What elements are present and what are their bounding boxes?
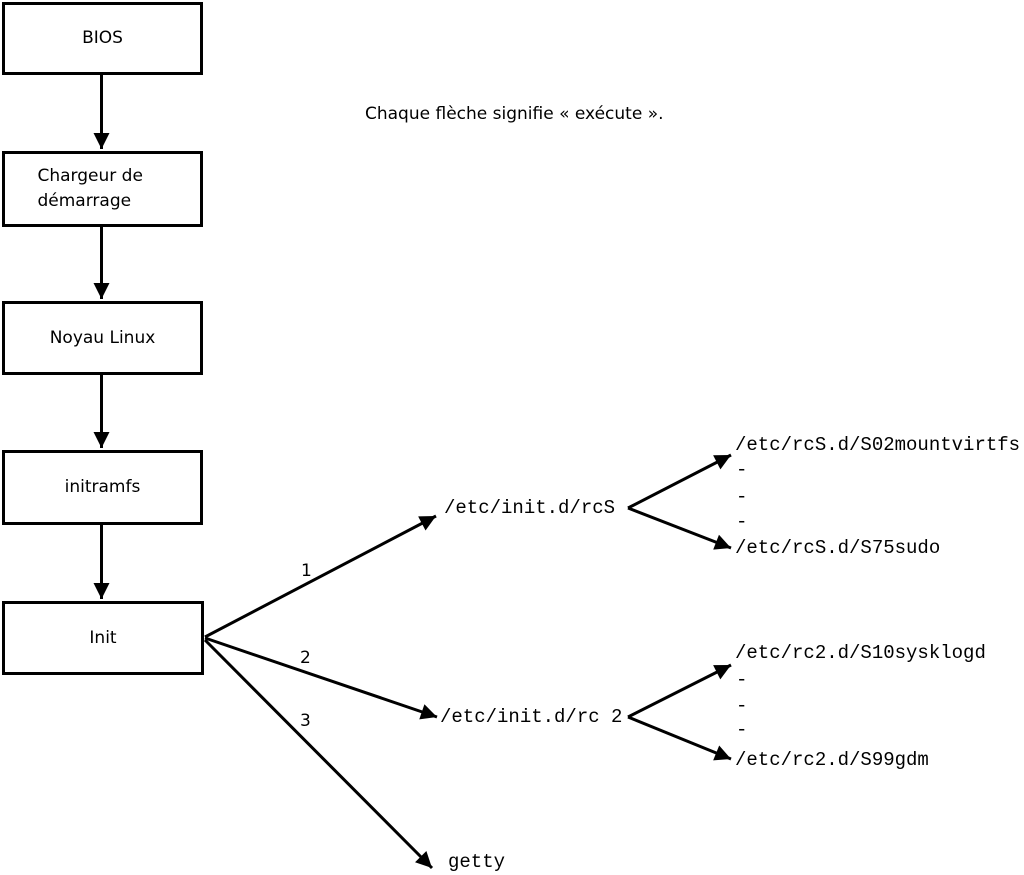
ellipsis-dash: - [736,695,748,717]
ellipsis-dash: - [736,669,748,691]
arrow-rcs-to-s02 [627,453,732,510]
path-rc2-s99gdm: /etc/rc2.d/S99gdm [735,749,929,771]
node-bios-label: BIOS [82,28,123,48]
arrow-init-to-rcs [204,514,437,639]
legend-note: Chaque flèche signifie « exécute ». [365,104,664,124]
ellipsis-dash: - [736,459,748,481]
path-rcs-s75sudo: /etc/rcS.d/S75sudo [735,537,941,559]
node-init: Init [2,601,204,675]
node-initramfs: initramfs [2,450,203,525]
arrow-rc2-to-s99 [627,715,732,761]
arrow-init-to-getty [203,638,434,870]
arrow-init-to-rc2 [204,636,438,720]
path-getty: getty [448,851,506,873]
path-init-d-rc2: /etc/init.d/rc 2 [440,706,623,728]
node-chargeur-de-demarrage: Chargeur de démarrage [2,151,203,227]
branch-number-2: 2 [300,648,311,668]
path-rcs-s02mountvirtfs: /etc/rcS.d/S02mountvirtfs [735,434,1021,456]
node-noyau-label: Noyau Linux [49,327,156,348]
ellipsis-dash: - [736,511,748,533]
arrow-rcs-to-s75 [627,506,732,550]
path-rc2-s10sysklogd: /etc/rc2.d/S10sysklogd [735,642,986,664]
node-noyau-linux: Noyau Linux [2,301,203,375]
branch-number-1: 1 [301,561,312,581]
node-initramfs-label: initramfs [64,477,141,497]
node-init-label: Init [89,627,117,648]
ellipsis-dash: - [736,486,748,508]
node-bios: BIOS [2,2,203,75]
ellipsis-dash: - [736,719,748,741]
branch-number-3: 3 [300,711,311,731]
node-chargeur-label: Chargeur de démarrage [37,166,143,211]
arrow-rc2-to-s10 [627,663,732,719]
path-init-d-rcs: /etc/init.d/rcS [444,497,616,519]
